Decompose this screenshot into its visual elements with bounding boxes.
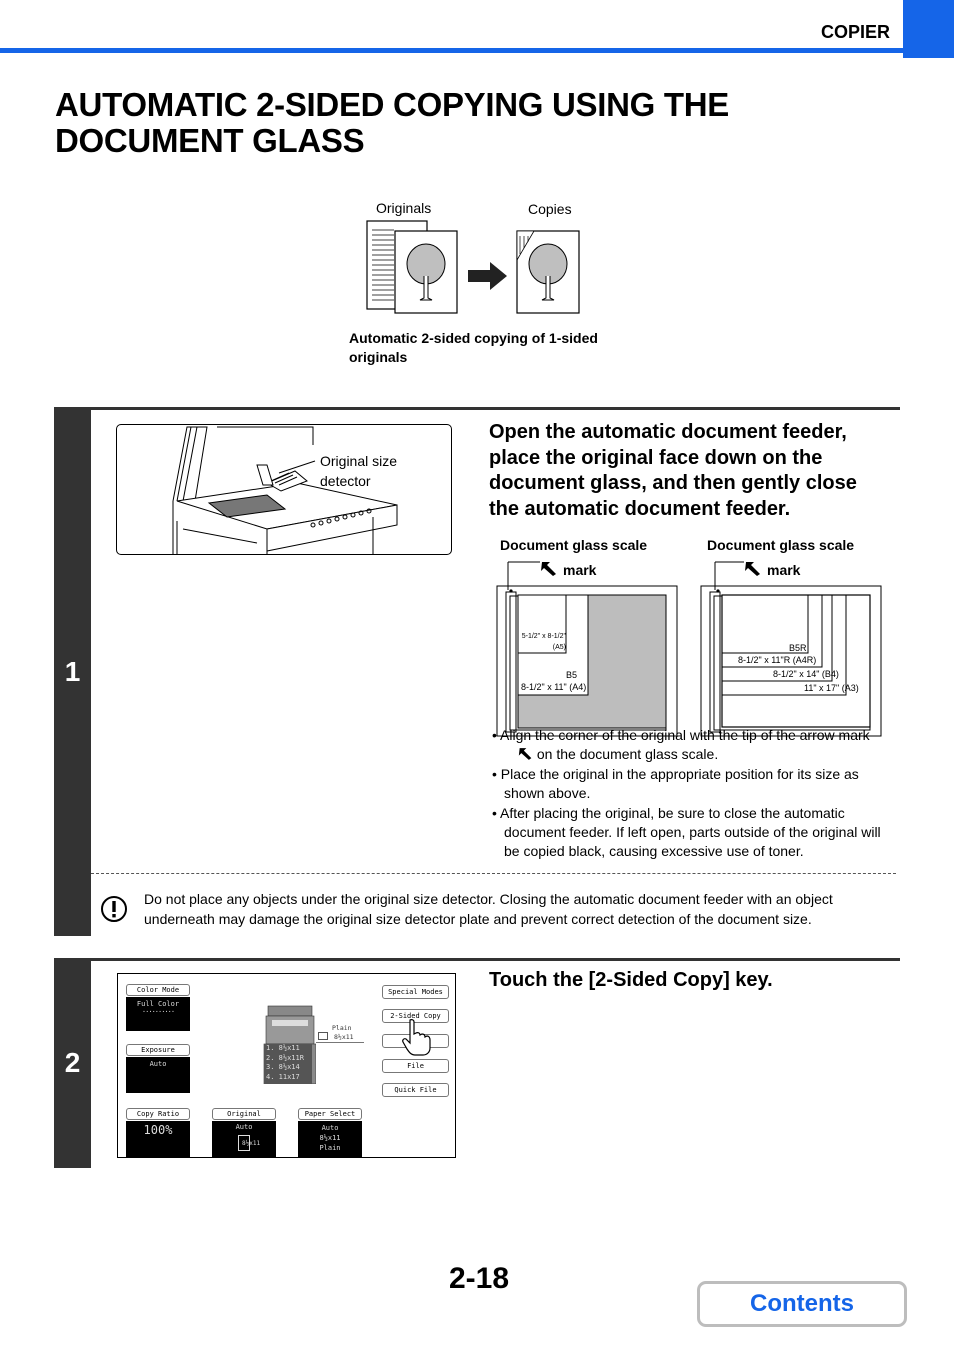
bullet-item: • Place the original in the appropriate … [492,765,859,802]
page-title: AUTOMATIC 2-SIDED COPYING USING THE DOCU… [55,86,729,159]
scale-right-label-b5r: B5R [789,643,807,653]
plain-label: Plain [332,1024,352,1032]
step1-heading: Open the automatic document feeder, plac… [489,421,857,520]
detector-callout: Original size detector [320,453,398,489]
hand-pointer-icon [402,1019,431,1056]
color-mode-display: Full Color ·········· [126,997,190,1031]
paper-select-key[interactable]: Paper Select [298,1108,362,1120]
scale-right-label-a3: 11" x 17" (A3) [804,683,859,693]
exposure-key[interactable]: Exposure [126,1044,190,1056]
caution-icon [101,896,127,922]
paper-icon [318,1032,328,1040]
scale-right-label-b4: 8-1/2" x 14" (B4) [773,669,839,679]
arrow-mark-icon [518,748,532,761]
quick-file-key[interactable]: Quick File [382,1083,449,1097]
step2-heading: Touch the [2-Sided Copy] key. [489,969,773,991]
step2-number: 2 [54,958,91,1168]
caution-text: Do not place any objects under the origi… [144,891,833,927]
file-key[interactable]: File [382,1059,449,1073]
plain-size: 8½x11 [334,1033,354,1041]
touch-panel: Color Mode Full Color ·········· Exposur… [117,973,456,1158]
scale-right-title: Document glass scale [707,537,855,553]
scale-left-label-a5: 5-1/2" x 8-1/2" (A5) [521,633,566,651]
step1-number: 1 [54,407,91,936]
document-glass-scale-right [700,561,882,737]
page-number: 2-18 [449,1262,510,1295]
paper-select-display: Auto 8½x11 Plain [298,1121,362,1157]
document-glass-scale-left [496,561,678,737]
exposure-display: Auto [126,1057,190,1093]
scale-right-mark: mark [767,562,801,578]
bullet-item: • Align the corner of the original with … [492,727,870,763]
header-bar [0,0,904,53]
intro-caption: Automatic 2-sided copying of 1-sided ori… [349,330,598,365]
step1-rule [91,407,900,410]
step1-bullets: • Align the corner of the original with … [490,726,892,862]
section-label: COPIER [820,22,890,42]
tray-list[interactable]: 1. 8½x11 2. 8½x11R 3. 8½x14 4. 11x17 [264,1044,312,1084]
copies-label: Copies [528,201,572,217]
scale-left-label-a4: 8-1/2" x 11" (A4) [521,682,587,692]
header-tab [903,0,954,58]
scale-left-mark: mark [563,562,597,578]
step2-rule [91,958,900,961]
two-sided-copy-key[interactable]: 2-Sided Copy [382,1009,449,1023]
machine-illustration [116,424,452,555]
copy-ratio-display: 100% [126,1121,190,1157]
arrow-mark-icon [745,562,760,576]
originals-label: Originals [376,200,432,216]
caution-divider [91,873,896,874]
scale-left-title: Document glass scale [500,537,648,553]
special-modes-key[interactable]: Special Modes [382,985,449,999]
original-display: Auto 8½x11 [212,1121,276,1157]
bullet-item: • After placing the original, be sure to… [492,804,881,860]
color-mode-key[interactable]: Color Mode [126,984,190,996]
two-sided-copy-illustration [366,220,580,314]
scale-left-label-b5: B5 [566,670,578,680]
scale-right-label-a4r: 8-1/2" x 11"R (A4R) [738,655,817,665]
arrow-mark-icon [541,562,556,576]
copy-ratio-key[interactable]: Copy Ratio [126,1108,190,1120]
contents-button[interactable]: Contents [697,1281,907,1327]
original-key[interactable]: Original [212,1108,276,1120]
